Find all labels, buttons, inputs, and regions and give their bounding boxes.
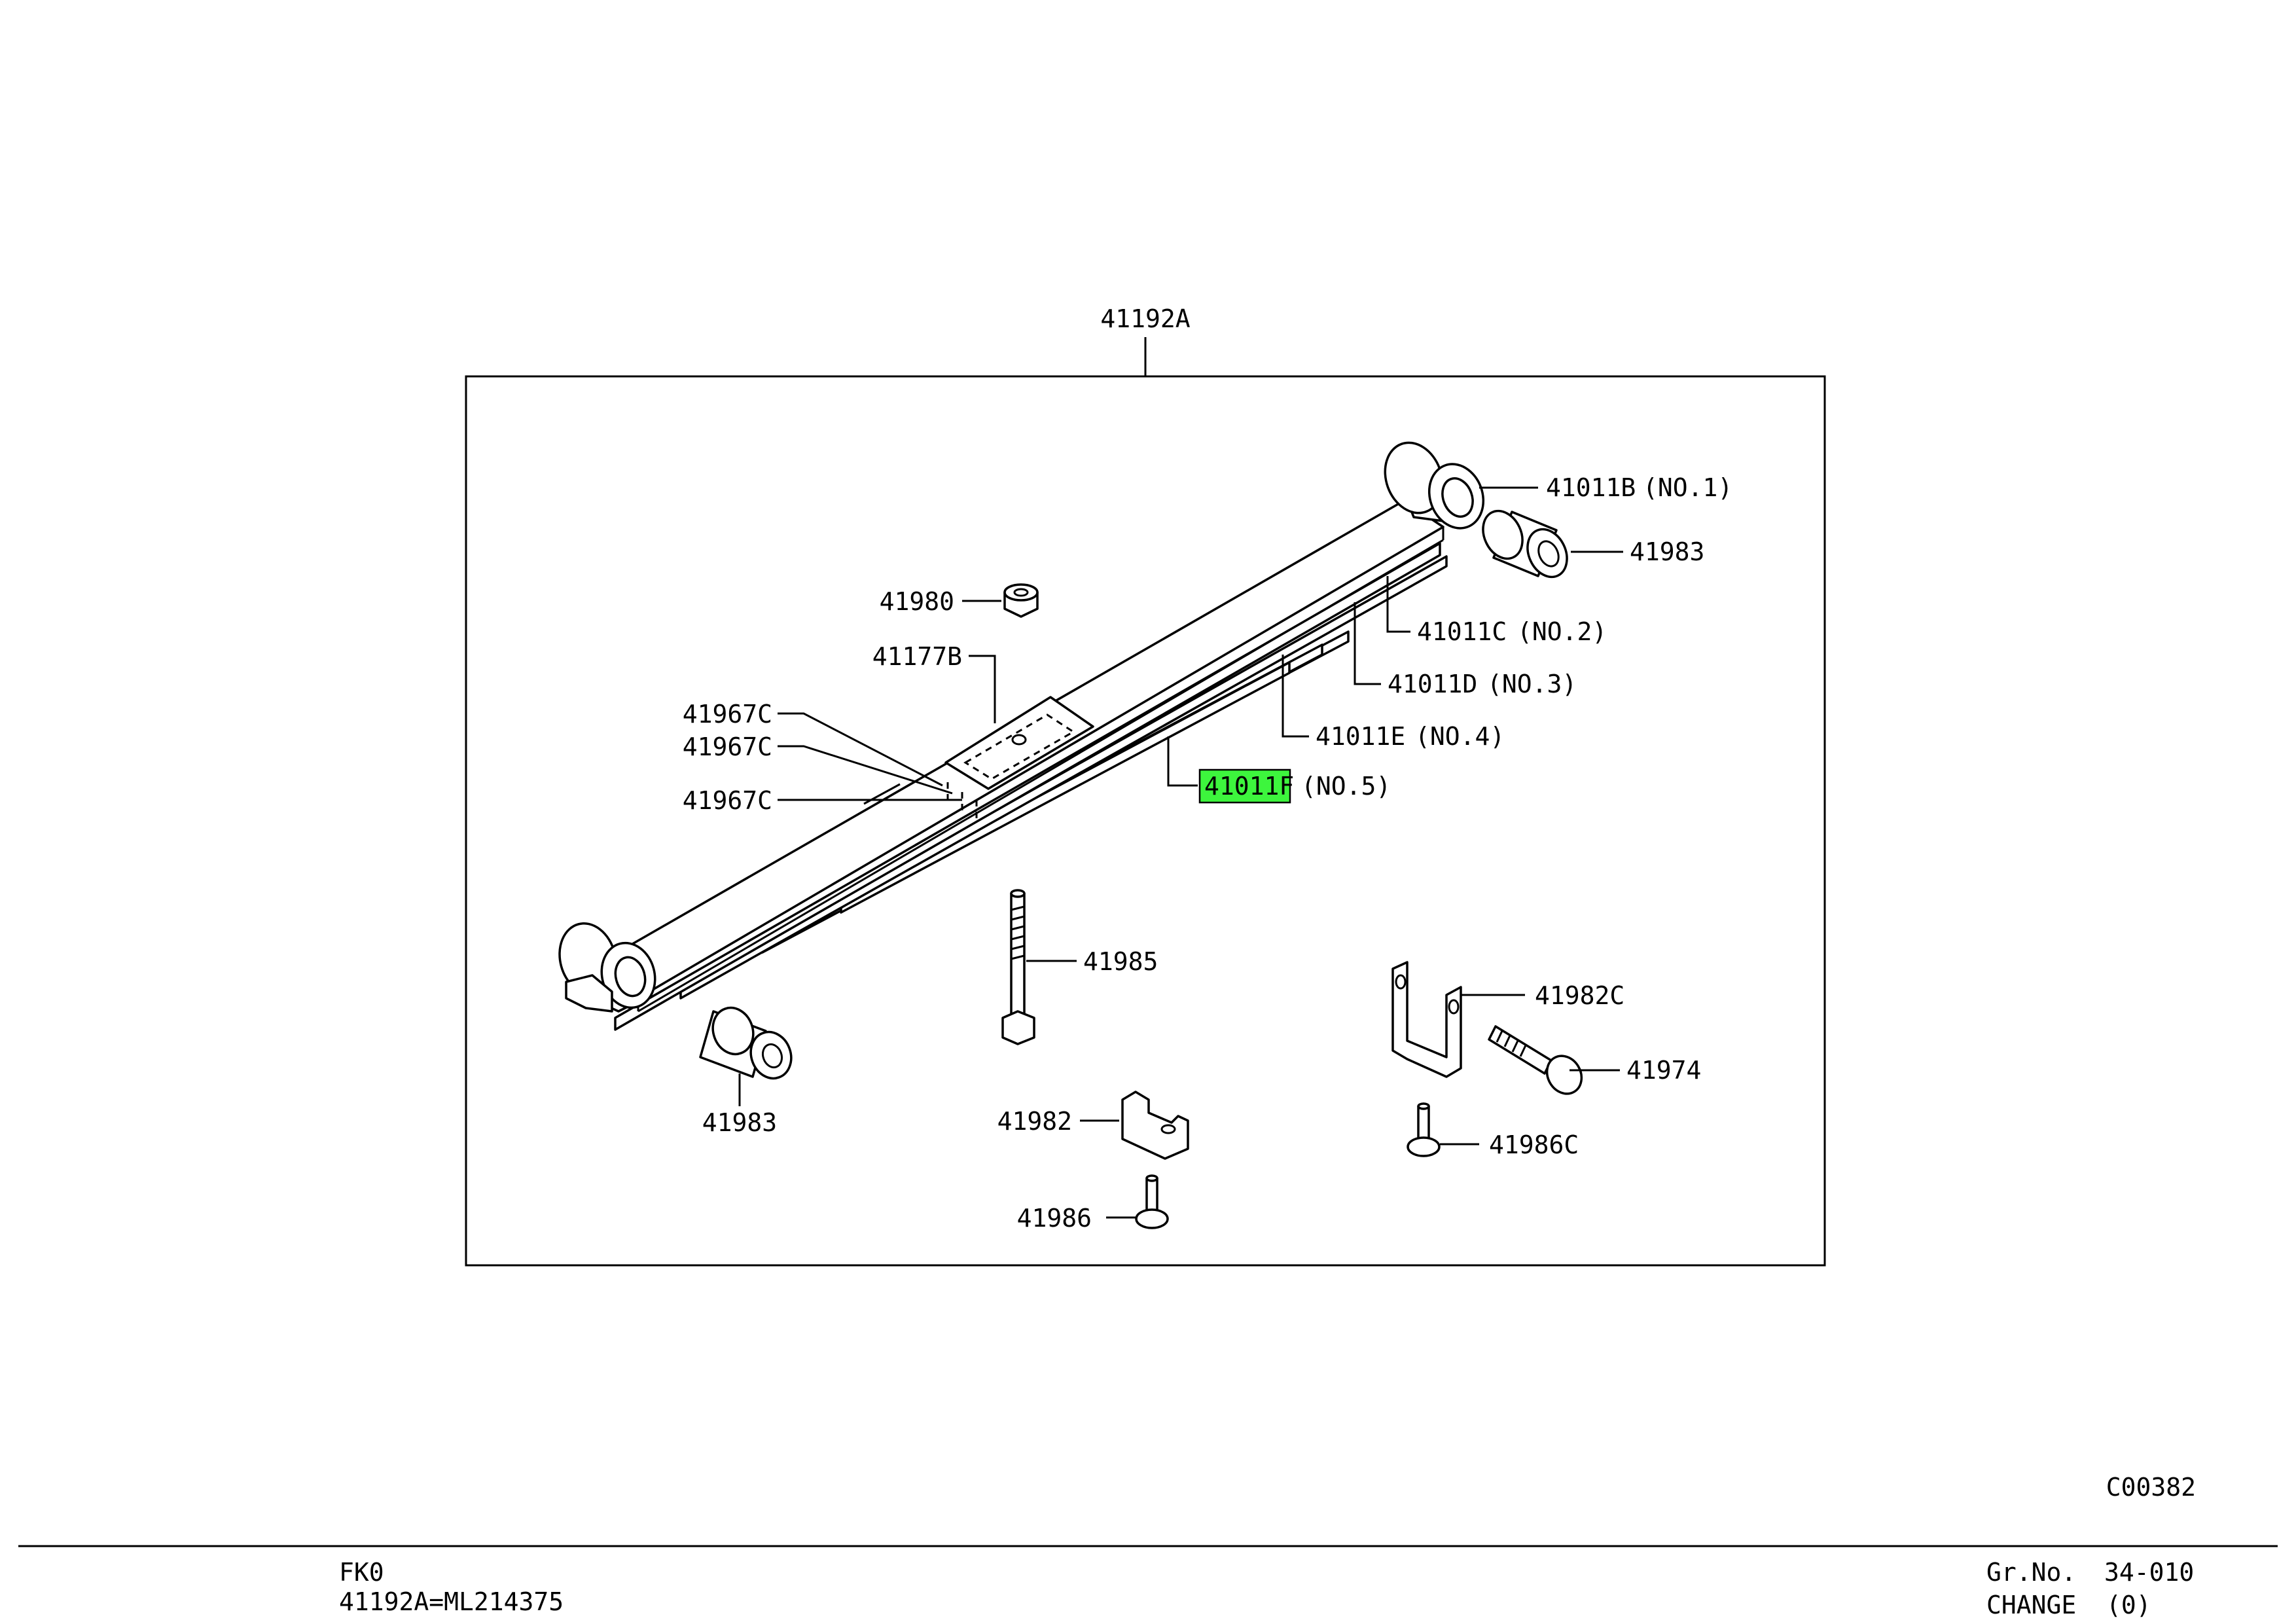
label-41011c-note: (NO.2): [1517, 617, 1607, 646]
label-41011d[interactable]: 41011D: [1388, 670, 1477, 698]
footer-gr-no-label: Gr.No.: [1986, 1558, 2076, 1587]
label-41967c-1[interactable]: 41967C: [683, 700, 772, 729]
label-41011f[interactable]: 41011F: [1204, 772, 1294, 801]
screw-c: [1407, 1102, 1441, 1157]
footer-model: FK0: [339, 1558, 384, 1587]
label-41011b[interactable]: 41011B: [1546, 473, 1636, 502]
figure-code: C00382: [2106, 1473, 2196, 1502]
highlight-box[interactable]: [1198, 768, 1291, 804]
clamp: [1121, 1091, 1189, 1160]
footer-gr-no-value: 34-010: [2104, 1558, 2194, 1587]
footer-change-value: (0): [2106, 1591, 2151, 1619]
center-bolt: [1001, 889, 1035, 1045]
bolt-41974: [1488, 1025, 1583, 1095]
bushing-right: [1482, 509, 1568, 579]
assembly-label[interactable]: 41192A: [1100, 304, 1190, 333]
bushing-left: [699, 1006, 793, 1080]
label-41967c-2[interactable]: 41967C: [683, 732, 772, 761]
label-41982[interactable]: 41982: [997, 1107, 1072, 1136]
nut: [1003, 583, 1039, 618]
footer-change-label: CHANGE: [1986, 1591, 2076, 1619]
label-41974[interactable]: 41974: [1626, 1056, 1701, 1085]
footer-part-mapping: 41192A=ML214375: [339, 1587, 564, 1616]
label-41986c[interactable]: 41986C: [1489, 1130, 1579, 1159]
label-41985[interactable]: 41985: [1083, 947, 1158, 976]
label-41983-right[interactable]: 41983: [1630, 537, 1704, 566]
label-41983-left[interactable]: 41983: [702, 1108, 777, 1137]
label-41011f-note: (NO.5): [1301, 772, 1391, 801]
bracket-c: [1391, 961, 1462, 1078]
label-41177b[interactable]: 41177B: [872, 642, 962, 671]
label-41011e[interactable]: 41011E: [1316, 722, 1405, 751]
label-41011e-note: (NO.4): [1415, 722, 1505, 751]
label-41982c[interactable]: 41982C: [1535, 981, 1624, 1010]
leader-lines: [738, 486, 1623, 1219]
screw: [1135, 1174, 1169, 1229]
label-41967c-3[interactable]: 41967C: [683, 786, 772, 815]
spring-eye-right: [1384, 441, 1485, 530]
label-41011b-note: (NO.1): [1643, 473, 1732, 502]
label-41980[interactable]: 41980: [880, 587, 954, 616]
label-41011f-highlighted[interactable]: 41011F: [1198, 768, 1294, 804]
label-41011c[interactable]: 41011C: [1417, 617, 1507, 646]
spring-eye-left: [558, 922, 656, 1013]
label-41011d-note: (NO.3): [1487, 670, 1577, 698]
leaf-spring: [558, 441, 1485, 1031]
label-41986[interactable]: 41986: [1017, 1204, 1092, 1233]
